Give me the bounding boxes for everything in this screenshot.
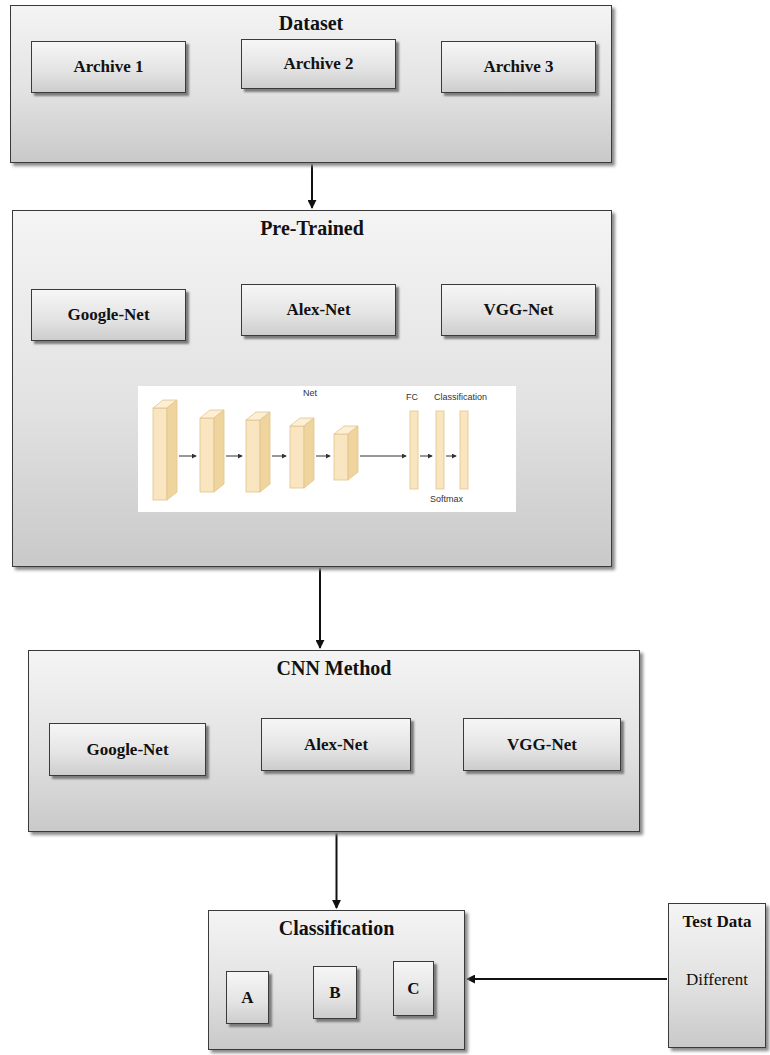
model-box: C <box>393 961 434 1016</box>
pretrained-panel: Pre-TrainedGoogle-Net Alex-Net VGG-NetNet F… <box>12 210 612 567</box>
box-label: A <box>241 988 253 1008</box>
box-label: Archive 3 <box>483 57 553 77</box>
cnn-sketch <box>138 386 516 512</box>
illustration-label: Net <box>303 388 317 398</box>
box-label: VGG-Net <box>484 300 554 320</box>
box-label: B <box>329 983 340 1003</box>
illustration-label: Softmax <box>430 494 463 504</box>
box-label: Archive 1 <box>73 57 143 77</box>
panel-heading: CNN Method <box>29 657 639 680</box>
test-data-box: Test DataDifferent <box>668 903 766 1048</box>
flow-arrow <box>319 568 321 648</box>
dataset-panel: DatasetArchive 1 Archive 2 Archive 3 <box>10 5 612 163</box>
box-label: VGG-Net <box>507 735 577 755</box>
box-label: Google-Net <box>67 305 149 325</box>
network-illustration: Net FC ClassificationSoftmax <box>138 386 516 512</box>
flow-arrow <box>311 164 313 208</box>
box-label: Alex-Net <box>304 735 368 755</box>
panel-heading: Pre-Trained <box>13 217 611 240</box>
model-box: VGG-Net <box>441 284 596 336</box>
panel-heading: Test Data <box>669 912 765 932</box>
model-box: Archive 2 <box>241 39 396 89</box>
classification-box: ClassificationA B C <box>208 910 465 1050</box>
box-label: Alex-Net <box>286 300 350 320</box>
flow-arrow <box>467 978 667 980</box>
model-box: Archive 3 <box>441 41 596 93</box>
model-box: Archive 1 <box>31 41 186 93</box>
model-box: B <box>313 966 357 1019</box>
panel-heading: Classification <box>209 917 464 940</box>
model-box: A <box>226 971 269 1024</box>
box-label: C <box>407 979 419 999</box>
box-label: Archive 2 <box>283 54 353 74</box>
illustration-label: Classification <box>434 392 487 402</box>
panel-heading: Dataset <box>11 12 611 35</box>
illustration-label: FC <box>406 392 418 402</box>
box-label: Google-Net <box>86 740 168 760</box>
cnn-method-panel: CNN MethodGoogle-Net Alex-Net VGG-Net <box>28 650 640 832</box>
model-box: Google-Net <box>31 289 186 341</box>
flow-arrow <box>336 833 338 908</box>
panel-note: Different <box>669 970 765 990</box>
model-box: Google-Net <box>49 723 206 776</box>
model-box: Alex-Net <box>241 284 396 336</box>
model-box: VGG-Net <box>463 718 621 771</box>
model-box: Alex-Net <box>261 718 411 771</box>
